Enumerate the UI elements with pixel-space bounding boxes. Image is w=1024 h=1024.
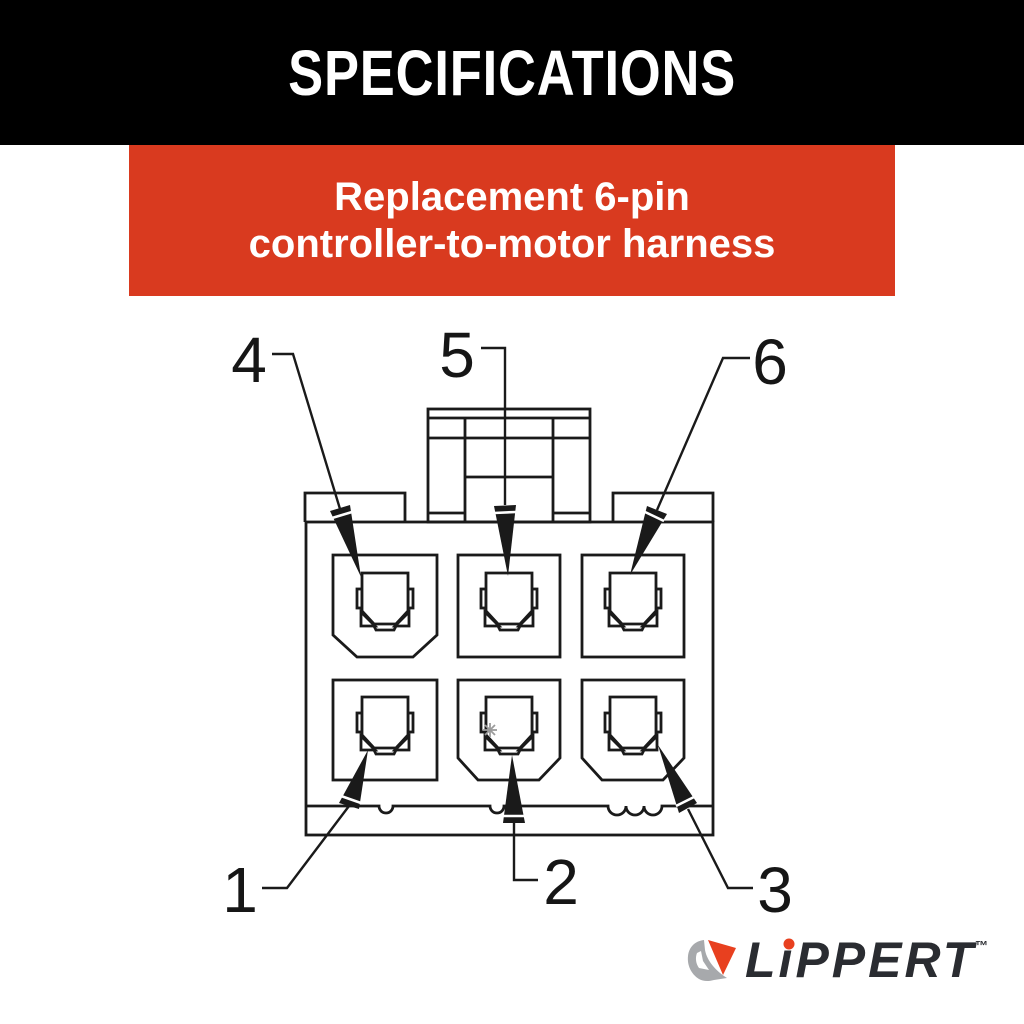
subtitle-line-1: Replacement 6-pin [334,174,690,219]
pin-labels: 4 5 6 1 2 3 [222,319,793,926]
leader-3 [686,808,753,890]
pin-cavity-3 [580,678,686,782]
leader-6 [655,356,750,511]
leader-4 [272,352,342,510]
connector-latch [426,407,592,524]
pin-label-3: 3 [757,854,793,926]
pin-4 [355,571,415,632]
trademark-symbol: ™ [975,938,988,953]
leader-1 [262,805,350,890]
pin-label-5: 5 [439,319,475,391]
subtitle-banner: Replacement 6-pin controller-to-motor ha… [129,145,895,296]
arrow-4 [330,505,361,577]
arrow-6 [630,506,667,575]
pin-1 [355,695,415,756]
pin-cavity-2 [456,678,562,782]
pin-3 [603,695,663,756]
lippert-i-dot [783,938,795,950]
pin-6 [603,571,663,632]
bottom-rail [306,804,713,817]
pin-cavity-4 [331,553,439,659]
leader-lines [262,346,753,890]
arrow-5 [493,505,517,576]
page-title: SPECIFICATIONS [288,36,736,109]
pin-cavity-1 [331,678,439,782]
emblem-red-triangle [708,940,736,975]
emblem-gray-swoosh [687,940,727,982]
left-shoulder [303,491,407,522]
pin-cavity-6 [580,553,686,659]
lippert-logo: LıPPERT ™ [687,932,988,988]
leader-2 [512,823,538,882]
pin-5 [479,571,539,632]
pin-label-2: 2 [543,846,579,918]
pin-2 [479,695,539,756]
arrow-1 [339,750,368,809]
lippert-wordmark: LıPPERT [745,932,978,988]
arrow-2 [503,755,525,823]
pin-label-6: 6 [752,326,788,398]
pin-label-1: 1 [222,854,258,926]
pin-terminals [355,571,663,756]
pin-label-4: 4 [231,324,267,396]
callout-arrows [330,505,697,823]
header-banner: SPECIFICATIONS [0,0,1024,145]
subtitle-line-2: controller-to-motor harness [248,221,776,266]
leader-5 [481,346,507,505]
lippert-emblem-icon [687,940,736,982]
asterisk-mark [483,723,497,737]
right-shoulder [611,491,715,522]
arrow-3 [658,745,697,813]
